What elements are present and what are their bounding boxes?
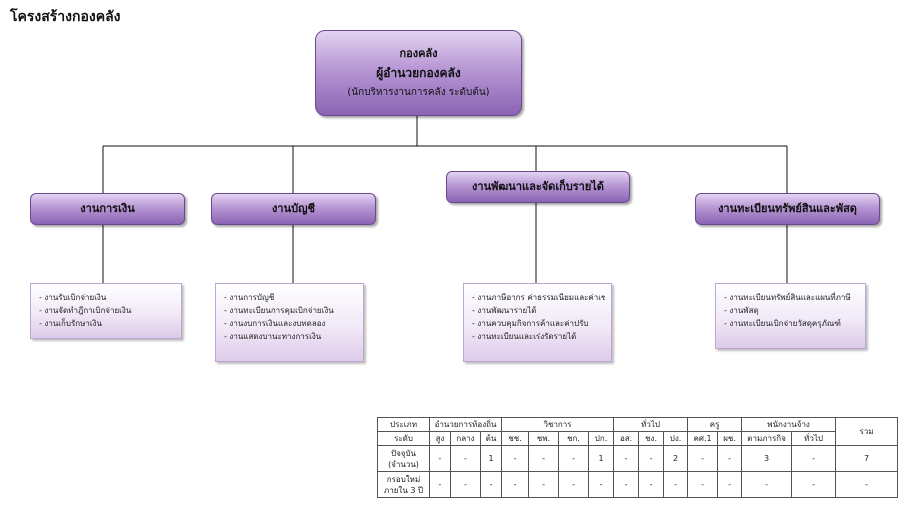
table-header-row: ประเภท อำนวยการท้องถิ่น วิชาการ ทั่วไป ค… <box>377 417 899 446</box>
sub-list-accounting: - งานการบัญชี - งานทะเบียนการคุมเบิกจ่าย… <box>215 283 364 362</box>
table-cell: - <box>791 445 837 472</box>
table-header-level: ระดับ <box>377 431 430 446</box>
table-cell: - <box>687 445 719 472</box>
table-row-new: กรอบใหม่ ภายใน 3 ปี - - - - - - - - - - … <box>377 471 899 498</box>
table-level-cell: ชพ. <box>528 431 560 446</box>
sub-list-finance: - งานรับเบิกจ่ายเงิน - งานจัดทำฎีกาเบิกจ… <box>30 283 182 339</box>
table-level-cell: อส. <box>613 431 640 446</box>
table-level-cell: คศ.1 <box>687 431 719 446</box>
sub-item: - งานจัดทำฎีกาเบิกจ่ายเงิน <box>39 306 132 315</box>
sub-item: - งานเก็บรักษาเงิน <box>39 319 102 328</box>
table-cell: - <box>450 445 481 472</box>
row-label-line: ภายใน 3 ปี <box>383 485 424 495</box>
table-level-cell: ชง. <box>638 431 665 446</box>
table-level-cell: ชช. <box>501 431 530 446</box>
table-group-header: วิชาการ <box>501 417 615 432</box>
row-label-line: ปัจจุบัน <box>391 448 416 458</box>
table-level-cell: ตามภารกิจ <box>741 431 793 446</box>
director-title: ผู้อำนวยกองคลัง <box>376 66 461 80</box>
table-level-cell: ปก. <box>588 431 615 446</box>
sub-item: - งานภาษีอากร ค่าธรรมเนียมและค่าเช่า <box>472 293 605 302</box>
table-cell: - <box>687 471 719 498</box>
table-cell: - <box>717 445 743 472</box>
director-box: กองคลัง ผู้อำนวยกองคลัง (นักบริหารงานการ… <box>315 30 522 116</box>
table-cell: - <box>429 445 451 472</box>
table-cell: - <box>638 471 665 498</box>
table-cell: - <box>638 445 665 472</box>
sub-item: - งานพัฒนารายได้ <box>472 306 537 315</box>
table-group-header: พนักงานจ้าง <box>741 417 837 432</box>
table-level-cell: ทั่วไป <box>791 431 837 446</box>
table-level-cell: สูง <box>429 431 451 446</box>
table-cell: - <box>741 471 793 498</box>
table-cell: - <box>479 471 503 498</box>
table-cell: - <box>558 445 590 472</box>
table-cell: - <box>663 471 689 498</box>
table-cell: 2 <box>663 445 689 472</box>
table-level-cell: ต้น <box>479 431 503 446</box>
page-title: โครงสร้างกองคลัง <box>10 9 121 25</box>
table-group-header: อำนวยการท้องถิ่น <box>428 417 503 432</box>
table-level-cell: กลาง <box>450 431 481 446</box>
table-cell: - <box>558 471 590 498</box>
sub-list-revenue: - งานภาษีอากร ค่าธรรมเนียมและค่าเช่า - ง… <box>463 283 612 362</box>
table-cell-total: - <box>835 471 899 498</box>
sub-item: - งานควบคุมกิจการค้าและค่าปรับ <box>472 319 589 328</box>
table-cell: 3 <box>741 445 793 472</box>
sub-item: - งานรับเบิกจ่ายเงิน <box>39 293 107 302</box>
row-label-line: กรอบใหม่ <box>386 474 421 484</box>
table-cell: - <box>613 471 640 498</box>
table-cell: - <box>717 471 743 498</box>
table-group-header: ครู <box>687 417 743 432</box>
sub-item: - งานแสดงบานะทางการเงิน <box>224 332 322 341</box>
sub-item: - งานทะเบียนทรัพย์สินและแผนที่ภาษี <box>724 293 851 302</box>
division-name: กองคลัง <box>399 47 438 60</box>
table-cell: 1 <box>588 445 615 472</box>
table-group-header: ทั่วไป <box>613 417 689 432</box>
sub-item: - งานพัสดุ <box>724 306 759 315</box>
row-label-line: (จำนวน) <box>388 459 419 469</box>
table-level-cell: ชก. <box>558 431 590 446</box>
table-row-label: ปัจจุบัน (จำนวน) <box>377 445 430 472</box>
table-row-current: ปัจจุบัน (จำนวน) - - 1 - - - 1 - - 2 - -… <box>377 445 899 472</box>
dept-box-revenue: งานพัฒนาและจัดเก็บรายได้ <box>446 171 630 203</box>
staff-summary-table: ประเภท อำนวยการท้องถิ่น วิชาการ ทั่วไป ค… <box>377 417 899 498</box>
table-cell: - <box>528 445 560 472</box>
sub-item: - งานการบัญชี <box>224 293 275 302</box>
table-cell: - <box>588 471 615 498</box>
sub-item: - งานทะเบียนการคุมเบิกจ่ายเงิน <box>224 306 334 315</box>
sub-list-assets: - งานทะเบียนทรัพย์สินและแผนที่ภาษี - งาน… <box>715 283 866 349</box>
dept-box-assets: งานทะเบียนทรัพย์สินและพัสดุ <box>695 193 880 225</box>
table-cell: - <box>528 471 560 498</box>
table-level-row: ระดับ สูง กลาง ต้น ชช. ชพ. ชก. ปก. อส. ช… <box>377 431 898 446</box>
sub-item: - งานงบการเงินและงบทดลอง <box>224 319 326 328</box>
dept-box-finance: งานการเงิน <box>30 193 185 225</box>
table-header-type: ประเภท <box>377 417 430 432</box>
table-group-header-total: รวม <box>835 417 899 446</box>
table-cell: - <box>501 471 530 498</box>
table-cell: - <box>450 471 481 498</box>
sub-item: - งานทะเบียนและเร่งรัดรายได้ <box>472 332 577 341</box>
table-cell: - <box>501 445 530 472</box>
dept-box-accounting: งานบัญชี <box>211 193 376 225</box>
table-row-label: กรอบใหม่ ภายใน 3 ปี <box>377 471 430 498</box>
table-cell-total: 7 <box>835 445 899 472</box>
director-position: (นักบริหารงานการคลัง ระดับต้น) <box>347 87 490 98</box>
table-cell: - <box>613 445 640 472</box>
table-cell: - <box>791 471 837 498</box>
table-cell: - <box>429 471 451 498</box>
sub-item: - งานทะเบียนเบิกจ่ายวัสดุครุภัณฑ์ <box>724 319 841 328</box>
table-cell: 1 <box>479 445 503 472</box>
table-level-cell: ปง. <box>663 431 689 446</box>
table-level-cell: ผช. <box>717 431 743 446</box>
